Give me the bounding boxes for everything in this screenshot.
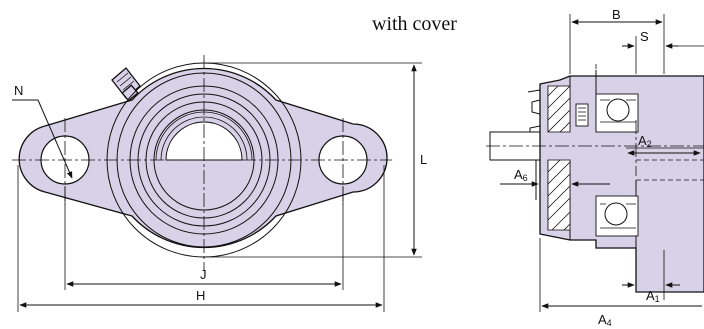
label-A1: A1 bbox=[646, 288, 660, 304]
ball-bottom bbox=[604, 202, 628, 226]
label-J: J bbox=[200, 267, 207, 282]
label-H: H bbox=[196, 288, 205, 303]
side-view: B S A2 A6 A1 A4 bbox=[486, 7, 704, 328]
caption-with-cover: with cover bbox=[372, 13, 457, 35]
label-A4: A4 bbox=[598, 312, 612, 328]
label-A6: A6 bbox=[514, 167, 528, 183]
label-L: L bbox=[420, 152, 427, 167]
front-view: N J H L bbox=[12, 55, 427, 312]
label-A2: A2 bbox=[638, 133, 652, 149]
grease-nipple bbox=[111, 67, 141, 102]
ball-top bbox=[606, 98, 630, 122]
label-B: B bbox=[612, 7, 621, 22]
label-N: N bbox=[14, 83, 23, 98]
label-S: S bbox=[640, 29, 649, 44]
